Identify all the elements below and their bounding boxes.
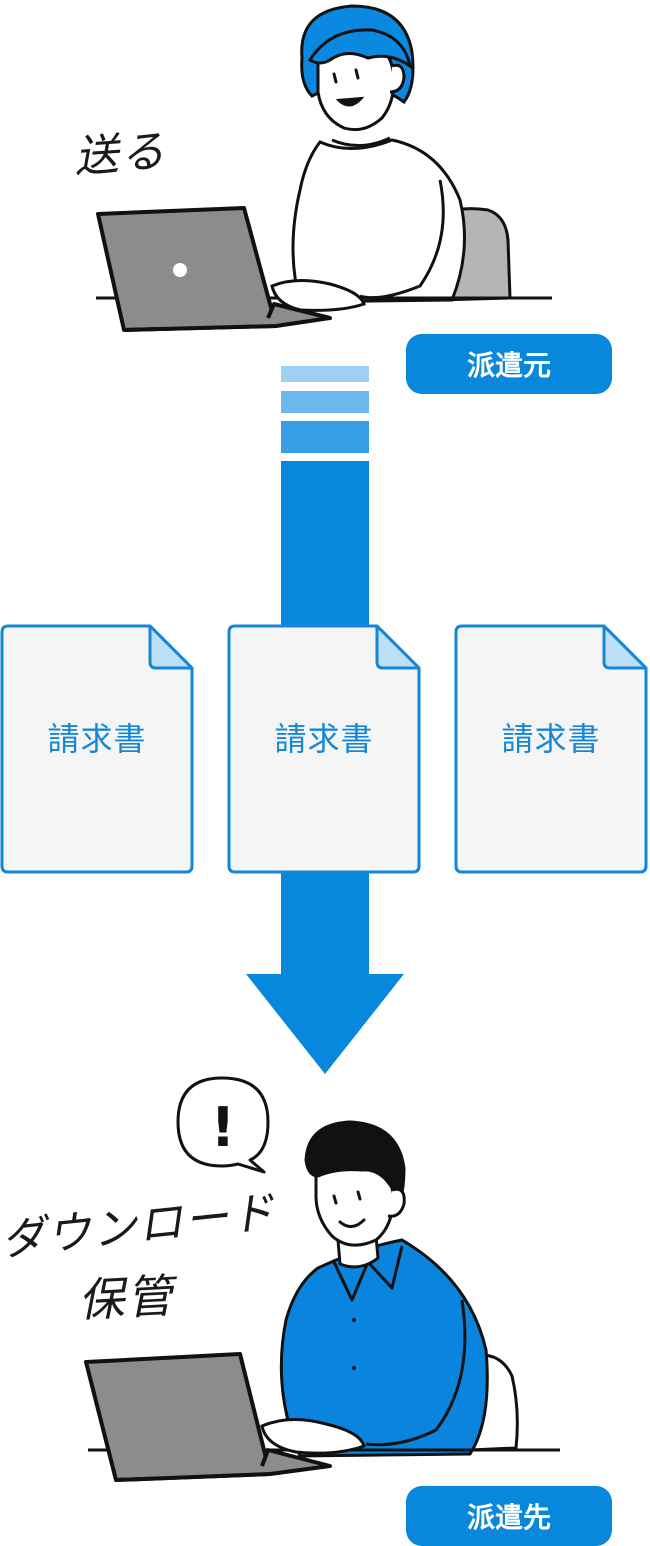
document-label: 請求書 <box>501 720 601 758</box>
document-icon <box>227 624 421 874</box>
document-card: 請求書 <box>454 624 648 874</box>
document-card: 請求書 <box>227 624 421 874</box>
woman-using-laptop-icon <box>96 4 552 332</box>
document-card: 請求書 <box>0 624 194 874</box>
document-icon <box>454 624 648 874</box>
origin-badge: 派遣元 <box>406 334 612 394</box>
send-label: 送る <box>72 125 168 184</box>
document-icon <box>0 624 194 874</box>
document-label: 請求書 <box>47 720 147 758</box>
alert-symbol: ! <box>211 1096 236 1159</box>
store-label: 保管 <box>76 1268 176 1328</box>
document-label: 請求書 <box>274 720 374 758</box>
destination-badge: 派遣先 <box>406 1486 612 1546</box>
